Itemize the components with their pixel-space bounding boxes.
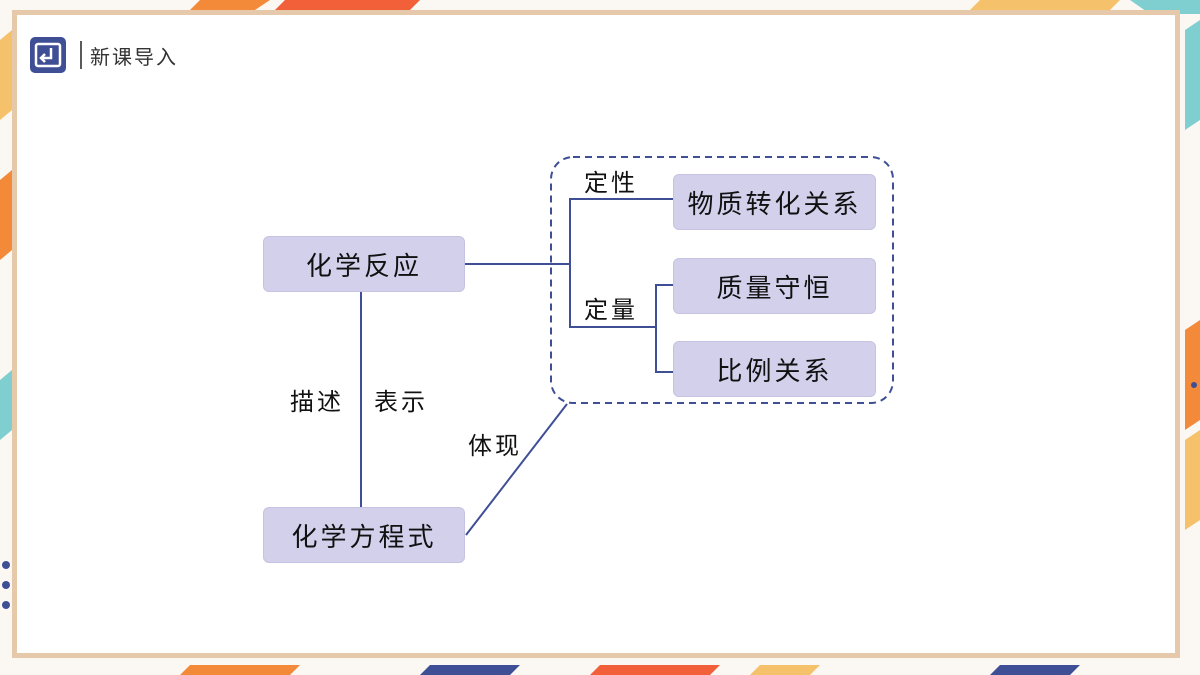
node-mass-conservation: 质量守恒 — [673, 258, 876, 314]
relation-group-border — [550, 156, 894, 404]
label-describe: 描述 — [290, 388, 344, 416]
label-represent: 表示 — [374, 388, 428, 416]
equation-to-group-line — [465, 403, 568, 536]
bracket-quantitative — [655, 284, 675, 373]
node-chemical-reaction: 化学反应 — [263, 236, 465, 292]
label-quantitative: 定量 — [584, 296, 638, 324]
node-proportion-relation: 比例关系 — [673, 341, 876, 397]
section-title: 新课导入 — [90, 45, 178, 69]
bracket-main — [569, 198, 675, 328]
node-chemical-equation: 化学方程式 — [263, 507, 465, 563]
header-divider — [80, 41, 82, 69]
return-arrow-icon — [30, 37, 66, 73]
label-embody: 体现 — [468, 432, 522, 460]
label-qualitative: 定性 — [584, 169, 638, 197]
node-substance-transformation: 物质转化关系 — [673, 174, 876, 230]
slide-frame — [12, 10, 1180, 658]
